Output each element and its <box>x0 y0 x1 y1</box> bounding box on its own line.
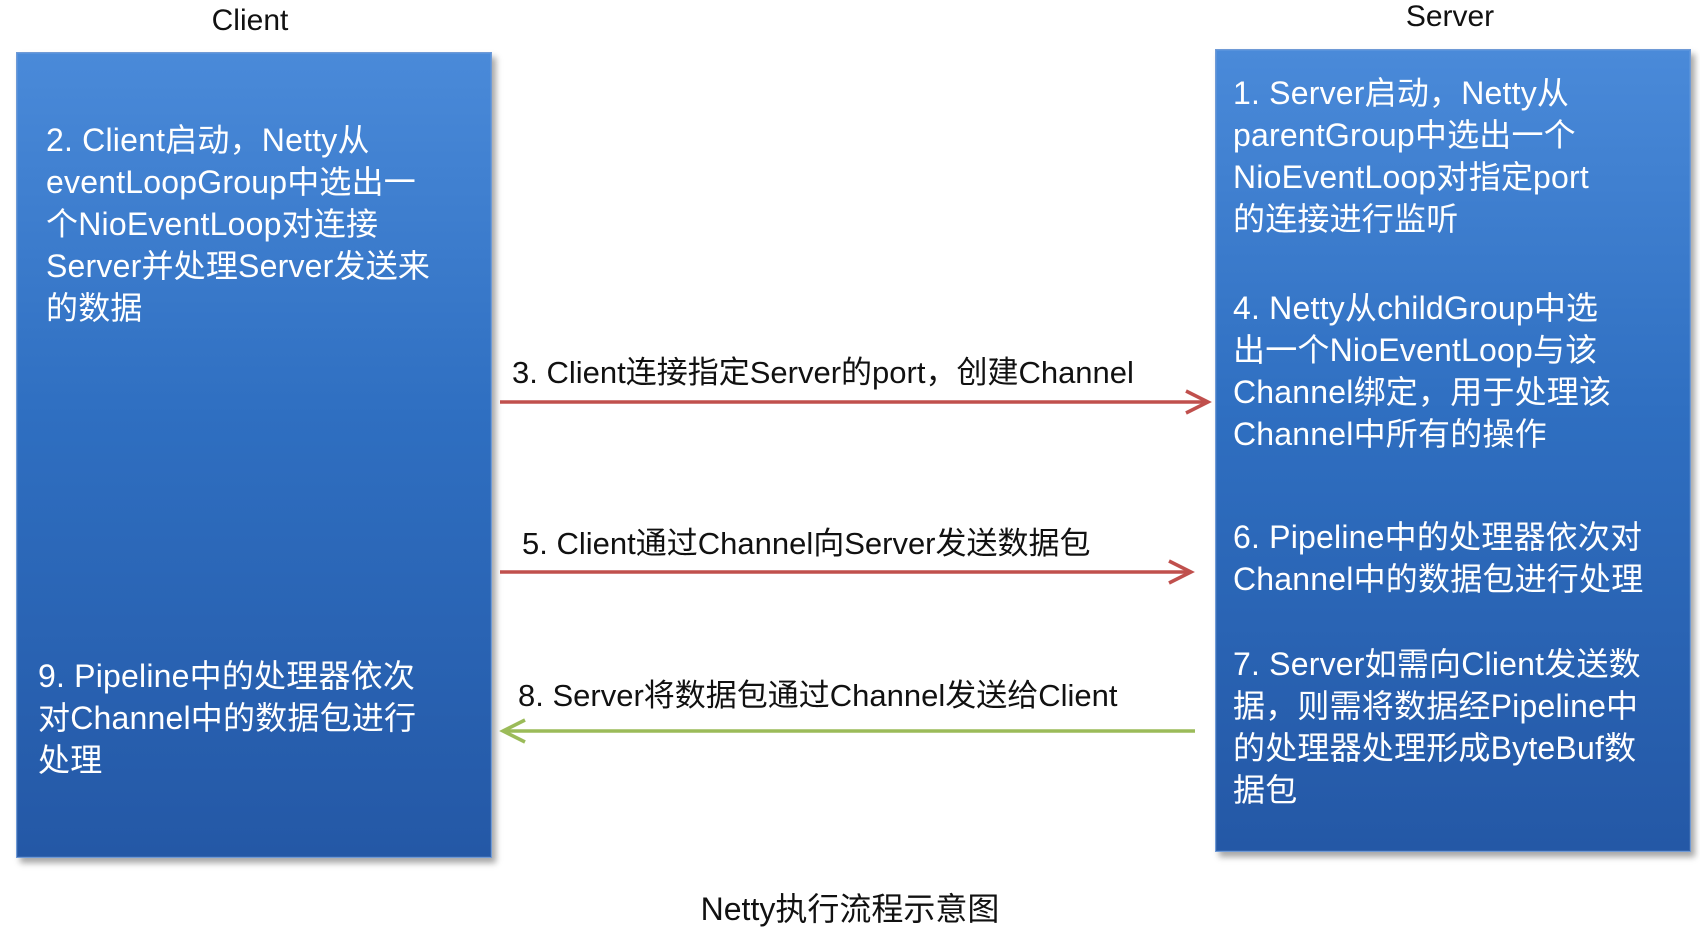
arrow-server-to-client-send <box>499 718 1195 744</box>
server-step-7: 7. Server如需向Client发送数 据，则需将数据经Pipeline中 … <box>1233 646 1641 808</box>
arrow-client-to-server-connect <box>500 389 1212 415</box>
client-step-9: 9. Pipeline中的处理器依次 对Channel中的数据包进行 处理 <box>38 658 417 778</box>
client-title: Client <box>211 4 289 37</box>
server-title: Server <box>1405 0 1495 33</box>
message-5-label: 5. Client通过Channel向Server发送数据包 <box>522 526 1091 561</box>
arrow-client-to-server-send <box>500 559 1195 585</box>
server-step-6: 6. Pipeline中的处理器依次对 Channel中的数据包进行处理 <box>1233 519 1644 597</box>
client-panel <box>16 52 492 858</box>
server-step-4: 4. Netty从childGroup中选 出一个NioEventLoop与该 … <box>1233 290 1612 452</box>
client-step-2: 2. Client启动，Netty从 eventLoopGroup中选出一 个N… <box>46 122 431 326</box>
diagram-caption: Netty执行流程示意图 <box>700 891 1000 927</box>
message-3-label: 3. Client连接指定Server的port，创建Channel <box>512 355 1134 390</box>
message-8-label: 8. Server将数据包通过Channel发送给Client <box>518 678 1118 713</box>
server-panel <box>1215 49 1691 852</box>
server-step-1: 1. Server启动，Netty从 parentGroup中选出一个 NioE… <box>1233 75 1589 237</box>
